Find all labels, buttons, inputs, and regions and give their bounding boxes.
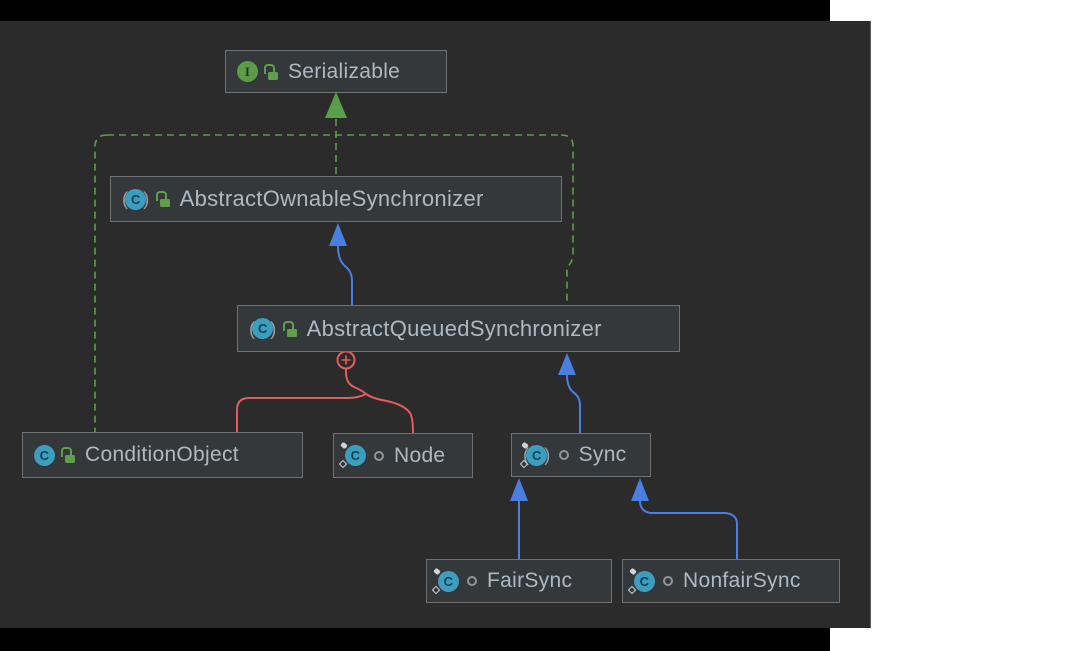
edge-aqs-inner-conditionobject <box>236 393 367 432</box>
package-private-icon <box>558 450 569 460</box>
node-label: AbstractQueuedSynchronizer <box>306 315 602 341</box>
node-label: AbstractOwnableSynchronizer <box>179 186 484 211</box>
static-class-icon: C <box>345 445 366 466</box>
edge-aqs-inner-node <box>365 393 414 434</box>
inner-class-edges <box>236 350 414 434</box>
extends-edges <box>337 245 738 559</box>
class-icon: C <box>438 570 459 592</box>
abstract-class-icon: ( <box>249 320 255 338</box>
class-icon: C <box>526 444 548 466</box>
implements-arrowhead <box>325 92 347 118</box>
edge-nonfairsync-extends-sync <box>639 500 738 559</box>
public-lock-icon <box>282 320 297 337</box>
bottom-black-bar <box>0 628 830 651</box>
class-node-sync[interactable]: ( C ) Sync <box>511 433 651 477</box>
package-private-icon <box>374 450 384 461</box>
package-private-icon <box>663 576 673 586</box>
node-label: Node <box>394 443 446 467</box>
edge-red-stem <box>345 368 367 395</box>
class-node-serializable[interactable]: I Serializable <box>225 50 447 93</box>
class-node-abstract-queued-synchronizer[interactable]: ( C ) AbstractQueuedSynchronizer <box>237 305 680 352</box>
implements-edges <box>94 119 574 432</box>
composition-plus <box>341 355 351 365</box>
package-private-icon <box>467 576 477 586</box>
edge-aqs-extends-aos <box>337 245 353 305</box>
uml-diagram-panel: I Serializable ( C ) AbstractOwnableSync… <box>0 21 871 628</box>
edge-condition-implements-serializable <box>94 134 108 432</box>
abstract-class-icon: ) <box>143 189 150 209</box>
class-icon: C <box>345 445 366 466</box>
node-label: ConditionObject <box>85 443 239 466</box>
abstract-class-icon: ) <box>270 318 277 339</box>
edge-aqs-implements-serializable <box>560 134 574 305</box>
class-node-node[interactable]: C Node <box>333 433 473 478</box>
class-icon: C <box>125 188 147 210</box>
class-icon: C <box>634 570 655 592</box>
class-node-condition-object[interactable]: C ConditionObject <box>22 432 303 478</box>
class-node-nonfair-sync[interactable]: C NonfairSync <box>622 559 840 603</box>
top-black-bar <box>0 0 830 21</box>
public-lock-icon <box>155 191 170 207</box>
class-icon: C <box>252 318 274 339</box>
edges-layer <box>94 92 738 559</box>
class-node-abstract-ownable-synchronizer[interactable]: ( C ) AbstractOwnableSynchronizer <box>110 176 562 222</box>
static-class-icon: C <box>438 570 459 592</box>
class-icon: C <box>34 444 55 466</box>
node-label: Sync <box>578 443 627 466</box>
public-lock-icon <box>61 447 75 463</box>
static-class-icon: C <box>526 444 548 466</box>
interface-icon: I <box>237 61 258 82</box>
class-node-fair-sync[interactable]: C FairSync <box>426 559 612 603</box>
node-label: FairSync <box>487 569 573 592</box>
static-class-icon: C <box>634 570 655 592</box>
edge-sync-extends-aqs <box>566 374 581 433</box>
node-label: NonfairSync <box>683 569 801 592</box>
abstract-class-icon: ( <box>122 190 128 208</box>
node-label: Serializable <box>288 59 401 83</box>
public-lock-icon <box>264 63 278 80</box>
extends-arrowheads <box>329 223 649 501</box>
